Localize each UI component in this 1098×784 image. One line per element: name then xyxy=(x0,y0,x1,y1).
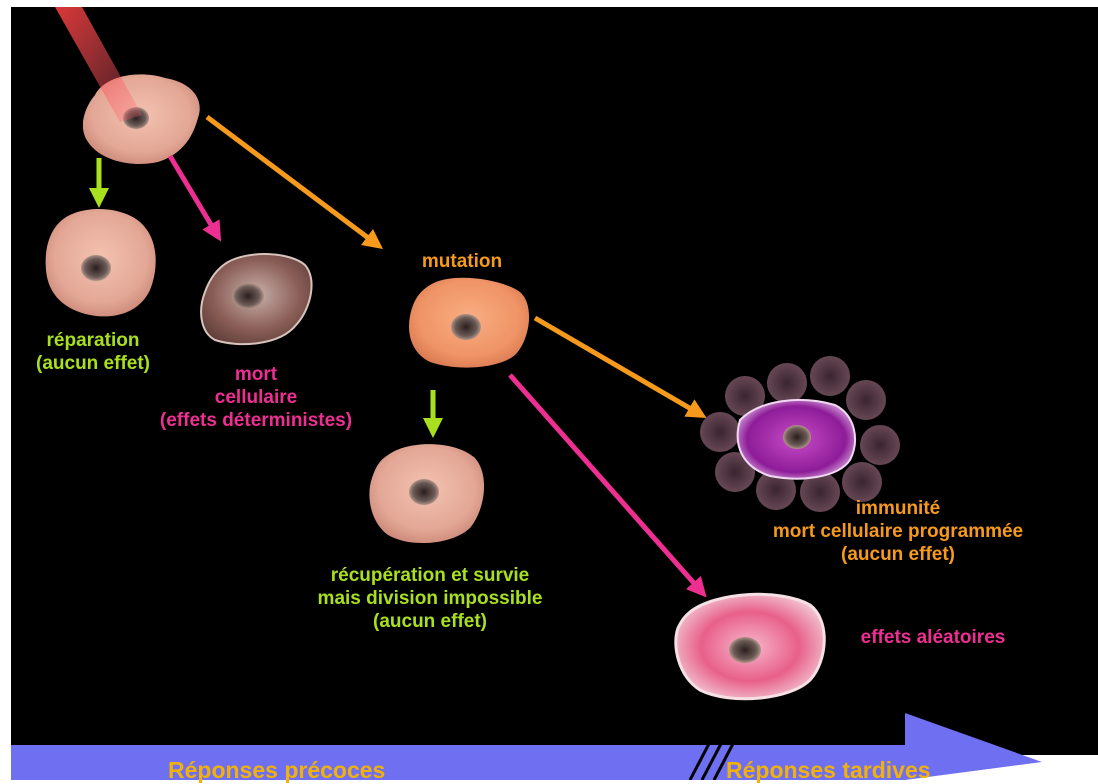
immunity-label: immunité mort cellulaire programmée (auc… xyxy=(738,497,1058,566)
recovery-label: récupération et survie mais division imp… xyxy=(262,564,598,633)
cell-death-label: mort cellulaire (effets déterministes) xyxy=(120,363,392,432)
recovered-cell xyxy=(369,444,484,543)
random-effects-label: effets aléatoires xyxy=(828,626,1038,649)
mutation-label: mutation xyxy=(392,250,532,273)
cancerous-cell xyxy=(676,594,824,698)
mutated-cell xyxy=(409,278,529,368)
repaired-cell xyxy=(46,209,156,316)
